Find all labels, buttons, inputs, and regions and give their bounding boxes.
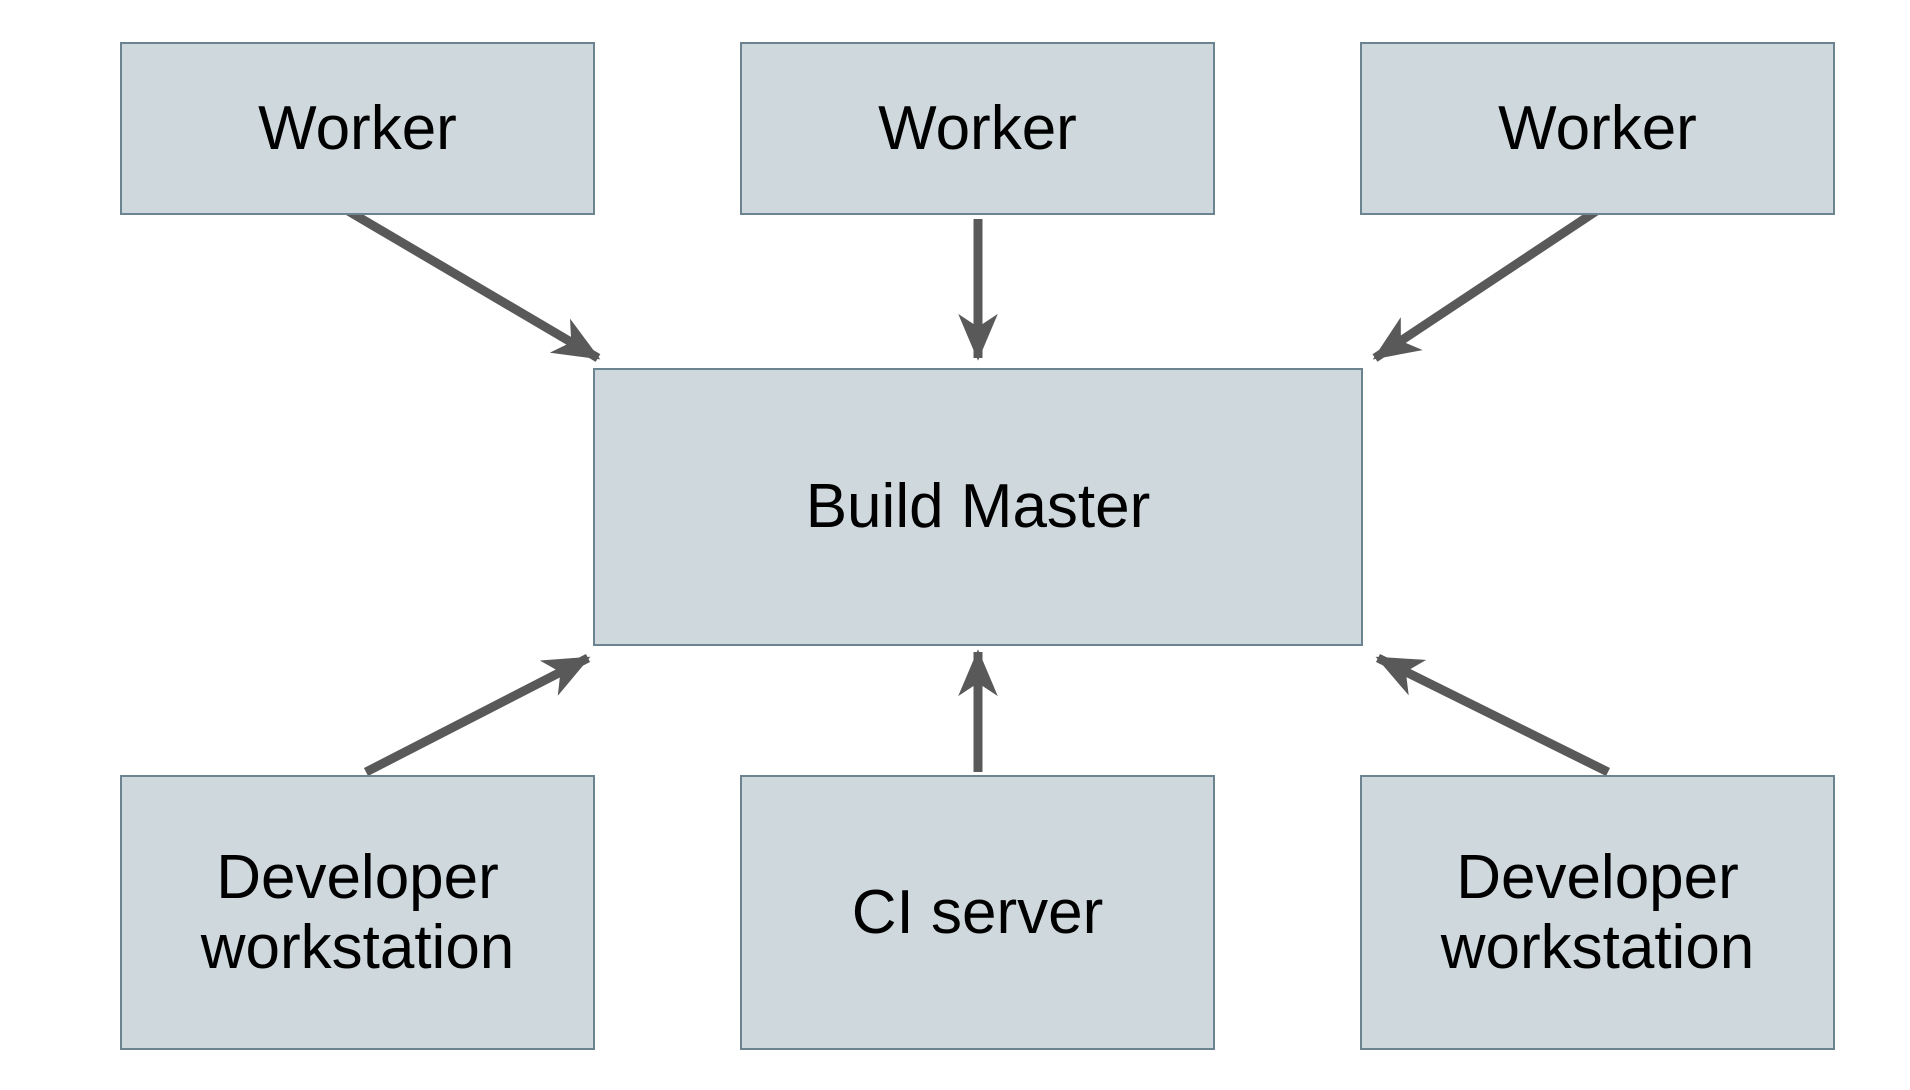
node-developer-workstation-right-label: Developer workstation (1440, 843, 1755, 982)
edge-dev-workstation-2-to-master (1375, 653, 1610, 777)
node-worker-2[interactable]: Worker (740, 42, 1215, 215)
node-worker-2-label: Worker (878, 93, 1077, 163)
node-build-master[interactable]: Build Master (593, 368, 1363, 646)
node-worker-1-label: Worker (258, 93, 457, 163)
node-worker-3-label: Worker (1498, 93, 1697, 163)
node-worker-3[interactable]: Worker (1360, 42, 1835, 215)
node-ci-server[interactable]: CI server (740, 775, 1215, 1050)
node-developer-workstation-left-label: Developer workstation (200, 843, 515, 982)
node-developer-workstation-right[interactable]: Developer workstation (1360, 775, 1835, 1050)
node-developer-workstation-left[interactable]: Developer workstation (120, 775, 595, 1050)
node-worker-1[interactable]: Worker (120, 42, 595, 215)
node-build-master-label: Build Master (805, 472, 1151, 542)
node-ci-server-label: CI server (851, 877, 1104, 947)
edge-dev-workstation-1-to-master (363, 653, 591, 777)
